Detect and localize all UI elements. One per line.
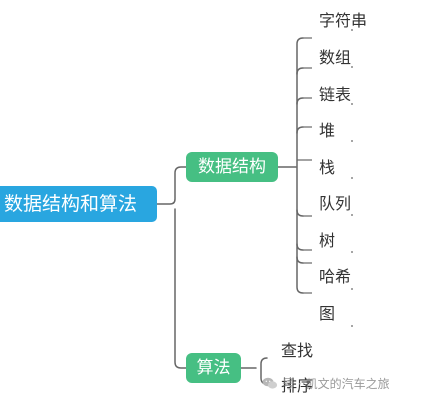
leaf-node[interactable]: 排序 bbox=[281, 376, 314, 395]
leaf-node[interactable]: 树 bbox=[319, 231, 336, 250]
leaf-node[interactable]: 栈 bbox=[319, 158, 336, 177]
leaf-node[interactable]: 图 bbox=[319, 304, 336, 323]
leaf-node[interactable]: 查找 bbox=[281, 341, 314, 360]
leaf-node[interactable]: 队列 bbox=[319, 194, 352, 213]
branch-node-data-structures[interactable]: 数据结构 bbox=[186, 152, 278, 182]
leaf-node[interactable]: 字符串 bbox=[319, 11, 368, 30]
leaf-node[interactable]: 堆 bbox=[319, 121, 336, 140]
leaf-node[interactable]: 链表 bbox=[319, 85, 352, 104]
wechat-icon bbox=[262, 377, 278, 390]
watermark-text: 凯文的汽车之旅 bbox=[305, 376, 390, 391]
leaf-node[interactable]: 数组 bbox=[319, 48, 352, 67]
branch-node-algorithms[interactable]: 算法 bbox=[186, 353, 241, 383]
leaf-node[interactable]: 哈希 bbox=[319, 267, 352, 286]
watermark: 号 · 凯文的汽车之旅 bbox=[262, 373, 390, 393]
watermark-prefix: 号 · bbox=[282, 376, 302, 391]
root-node[interactable]: 数据结构和算法 bbox=[0, 186, 157, 222]
